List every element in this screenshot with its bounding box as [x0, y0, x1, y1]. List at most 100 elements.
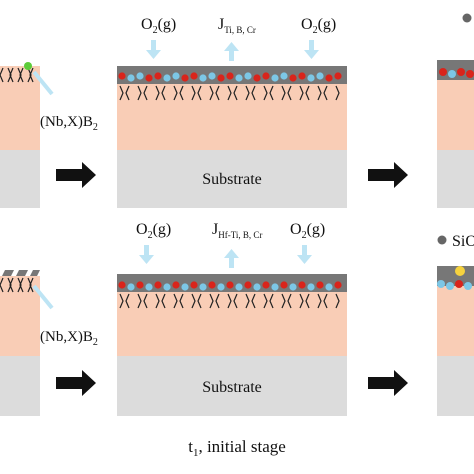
crack-line: [281, 85, 286, 101]
crack-line: [19, 277, 24, 293]
oxide-particle: [208, 72, 216, 80]
oxide-particle: [181, 74, 189, 82]
crack-line: [215, 293, 220, 309]
oxide-particle: [181, 283, 189, 291]
crack-line: [137, 293, 142, 309]
process-arrow: [368, 162, 408, 188]
crack-line: [179, 85, 184, 101]
oxide-particle: [118, 281, 126, 289]
oxide-particle: [457, 68, 465, 76]
crack-line: [263, 293, 268, 309]
crack-line: [245, 85, 250, 101]
crack-line: [227, 85, 232, 101]
coating-layer: [117, 292, 347, 356]
crack-line: [0, 277, 4, 293]
oxygen-gas-label: O2(g): [136, 221, 171, 241]
stage-caption: t1, initial stage: [188, 437, 286, 459]
right-panel-row1: [437, 13, 474, 208]
process-arrow: [56, 162, 96, 188]
substrate-label: Substrate: [202, 379, 262, 396]
crack-line: [233, 293, 238, 309]
oxide-particle: [298, 72, 306, 80]
oxide-particle: [190, 72, 198, 80]
flux-label: JHf-Ti, B, Cr: [212, 221, 262, 240]
crack-line: [269, 85, 274, 101]
crack-line: [287, 85, 292, 101]
crack-line: [269, 293, 274, 309]
oxide-particle: [118, 72, 126, 80]
crack-line: [281, 293, 286, 309]
oxide-particle: [437, 280, 445, 288]
crack-line: [119, 293, 124, 309]
crack-line: [215, 85, 220, 101]
crack-line: [29, 67, 34, 83]
crack-line: [17, 277, 22, 293]
crack-line: [29, 277, 34, 293]
substrate-label: Substrate: [202, 171, 262, 188]
oxide-particle: [136, 281, 144, 289]
oxide-particle: [448, 70, 456, 78]
crack-line: [299, 85, 304, 101]
oxide-particle: [289, 283, 297, 291]
oxygen-gas-label: O2(g): [141, 16, 176, 36]
oxide-particle: [208, 281, 216, 289]
oxygen-gas-label: O2(g): [290, 221, 325, 241]
left-panel-row2: [0, 270, 54, 416]
callout-line: [32, 284, 54, 310]
yellow-particle: [455, 266, 465, 276]
outward-arrow: [224, 42, 239, 61]
oxide-particle: [172, 281, 180, 289]
oxide-particles: [439, 68, 474, 78]
oxide-particle: [235, 74, 243, 82]
oxide-particle: [439, 68, 447, 76]
right-panel-row2: SiO: [437, 233, 474, 416]
crack-line: [287, 293, 292, 309]
crack-line: [323, 85, 328, 101]
process-arrow: [56, 370, 96, 396]
legend-dot: [462, 13, 472, 23]
crack-line: [143, 85, 148, 101]
crack-line: [155, 293, 160, 309]
oxide-particle: [253, 74, 261, 82]
oxide-particle: [466, 70, 474, 78]
oxide-particle: [316, 281, 324, 289]
crack-line: [143, 293, 148, 309]
crack-line: [197, 293, 202, 309]
coating-layer: [117, 84, 347, 150]
green-particle: [24, 62, 32, 70]
oxide-particle: [154, 72, 162, 80]
oxide-particle: [136, 72, 144, 80]
legend-dot: [437, 235, 447, 245]
crack-line: [227, 293, 232, 309]
oxide-particles: [437, 266, 472, 290]
crack-line: [317, 85, 322, 101]
oxide-particle: [244, 281, 252, 289]
oxide-particle: [154, 281, 162, 289]
oxide-particle: [289, 74, 297, 82]
boride-label: (Nb,X)B2: [40, 114, 98, 133]
crack-line: [9, 67, 14, 83]
oxide-particle: [334, 281, 342, 289]
crack-line: [7, 67, 12, 83]
oxide-particle: [199, 283, 207, 291]
crack-line: [9, 277, 14, 293]
oxide-particle: [127, 74, 135, 82]
oxide-particle: [127, 283, 135, 291]
crack-line: [155, 85, 160, 101]
crack-line: [27, 67, 32, 83]
oxide-particle: [307, 74, 315, 82]
oxide-particle: [334, 72, 342, 80]
left-panel-row1: [0, 62, 54, 208]
crack-line: [335, 293, 340, 309]
oxide-particle: [226, 281, 234, 289]
oxygen-gas-label: O2(g): [301, 16, 336, 36]
oxide-particle: [172, 72, 180, 80]
crack-line: [323, 293, 328, 309]
crack-line: [137, 85, 142, 101]
crack-line: [209, 293, 214, 309]
process-arrow: [368, 370, 408, 396]
oxide-particle: [325, 283, 333, 291]
crack-line: [263, 85, 268, 101]
crack-line: [125, 293, 130, 309]
substrate-layer: [117, 356, 347, 416]
